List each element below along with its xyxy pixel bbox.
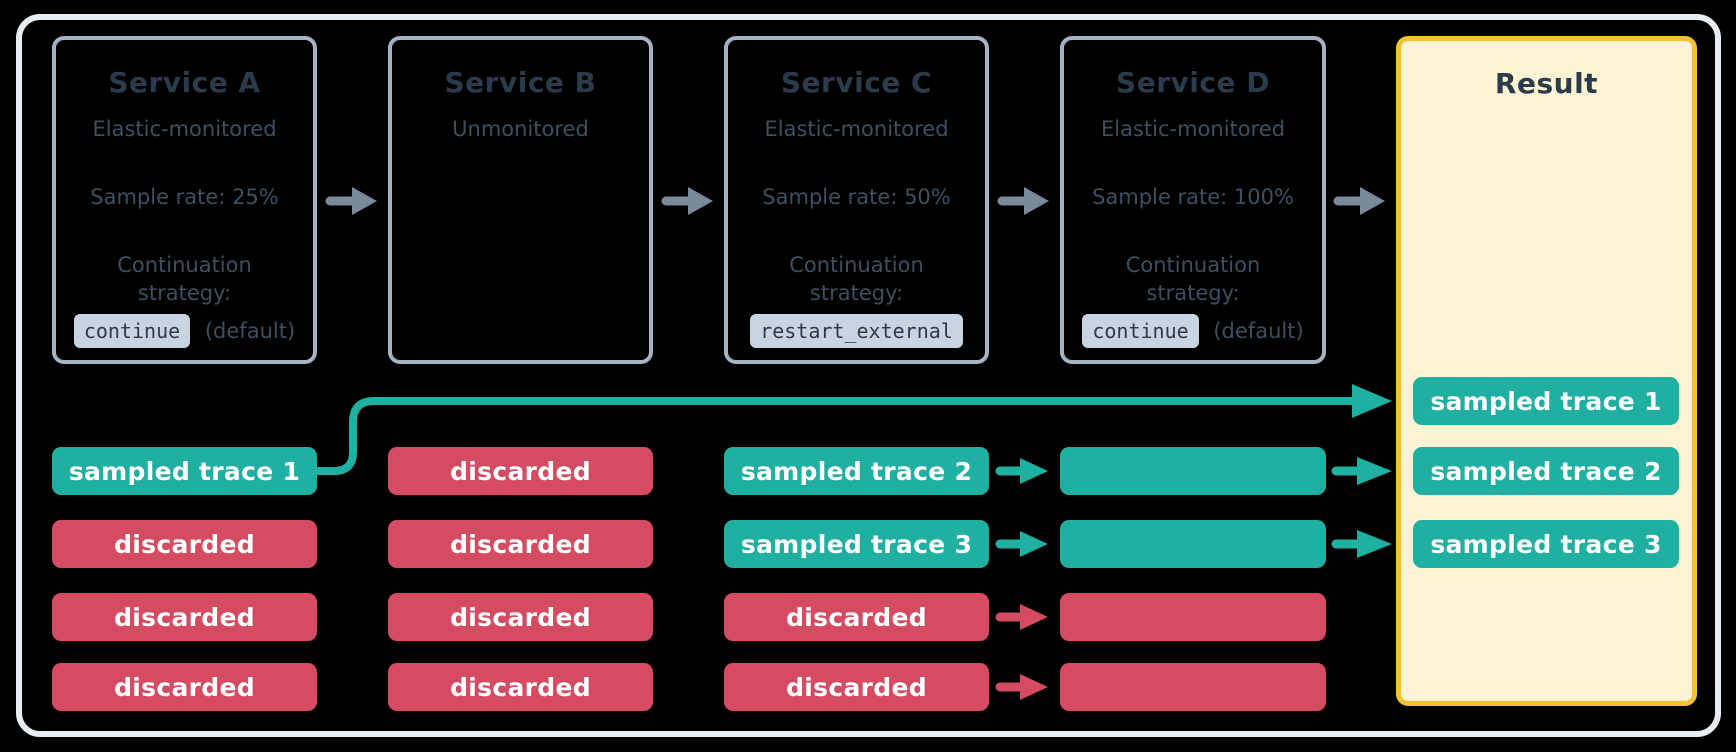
service-a-sample-rate: Sample rate: 25% [90,185,279,209]
pill-d-sampled-unlabeled-2 [1060,520,1326,568]
service-d-strategy-code-chip: continue [1082,313,1199,348]
diagram-outer-frame [16,14,1721,737]
pill-c-sampled-trace-3: sampled trace 3 [724,520,989,568]
pill-result-sampled-trace-2: sampled trace 2 [1413,447,1679,495]
pill-d-sampled-unlabeled-1 [1060,447,1326,495]
service-c-title: Service C [780,66,933,99]
service-b-title: Service B [444,66,597,99]
service-c-strategy-value: restart_external [728,313,985,348]
service-d-strategy-label: Continuation strategy: [1125,253,1261,306]
service-d-card: Service D Elastic-monitored Sample rate:… [1060,36,1326,364]
service-c-sample-rate: Sample rate: 50% [762,185,951,209]
service-a-strategy-code-chip: continue [73,313,191,348]
service-d-monitoring: Elastic-monitored [1100,117,1286,141]
pill-a-discarded-1: discarded [52,520,317,568]
pill-b-discarded-3: discarded [388,593,653,641]
pill-c-sampled-trace-2: sampled trace 2 [724,447,989,495]
pill-c-discarded-1: discarded [724,593,989,641]
service-a-card: Service A Elastic-monitored Sample rate:… [52,36,317,364]
pill-a-discarded-3: discarded [52,663,317,711]
service-c-card: Service C Elastic-monitored Sample rate:… [724,36,989,364]
service-c-strategy-label: Continuation strategy: [789,253,924,306]
result-panel: Result [1396,36,1697,706]
pill-c-discarded-2: discarded [724,663,989,711]
pill-a-discarded-2: discarded [52,593,317,641]
pill-b-discarded-4: discarded [388,663,653,711]
service-c-strategy-code-chip: restart_external [750,313,963,348]
service-a-strategy-label: Continuation strategy: [117,253,252,306]
service-d-sample-rate: Sample rate: 100% [1092,185,1294,209]
service-a-monitoring: Elastic-monitored [92,117,277,141]
service-d-strategy-value: continue (default) [1064,313,1322,348]
service-c-monitoring: Elastic-monitored [764,117,949,141]
service-a-strategy-default-note: (default) [204,318,296,343]
result-title: Result [1494,67,1599,100]
pill-result-sampled-trace-1: sampled trace 1 [1413,377,1679,425]
service-d-strategy-default-note: (default) [1213,318,1304,343]
service-b-card: Service B Unmonitored [388,36,653,364]
service-a-title: Service A [108,66,261,99]
pill-b-discarded-1: discarded [388,447,653,495]
pill-result-sampled-trace-3: sampled trace 3 [1413,520,1679,568]
pill-d-discarded-unlabeled-1 [1060,593,1326,641]
pill-a-sampled-trace-1: sampled trace 1 [52,447,317,495]
service-a-strategy-value: continue (default) [56,313,313,348]
service-b-monitoring: Unmonitored [452,117,589,141]
pill-b-discarded-2: discarded [388,520,653,568]
pill-d-discarded-unlabeled-2 [1060,663,1326,711]
service-d-title: Service D [1116,66,1270,99]
